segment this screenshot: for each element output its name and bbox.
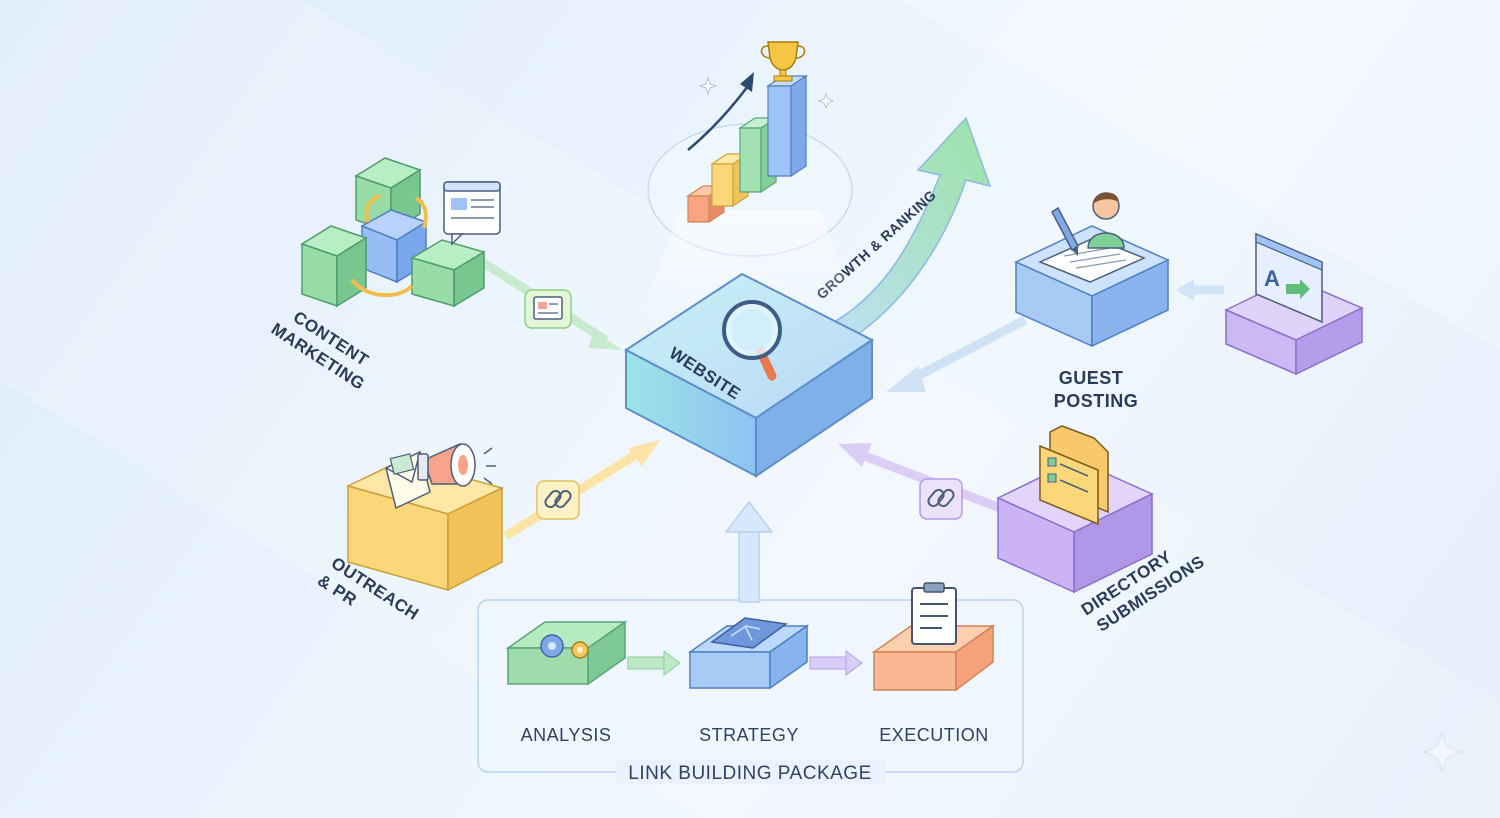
blueprint-icon xyxy=(710,617,788,649)
arrow-translate-to-guest xyxy=(1176,279,1224,301)
arrow-strategy-to-execution xyxy=(809,650,863,676)
envelope-icon xyxy=(385,450,431,510)
content-marketing-node xyxy=(300,157,501,308)
strategy-label: STRATEGY xyxy=(699,725,799,745)
article-icon xyxy=(443,181,501,246)
trophy-icon xyxy=(760,41,806,82)
svg-text:A: A xyxy=(1264,266,1280,291)
arrow-content-to-website xyxy=(479,258,622,350)
folder-icon xyxy=(1039,425,1109,526)
growth-chart-illustration xyxy=(640,41,860,320)
package-title: LINK BUILDING PACKAGE xyxy=(628,763,872,784)
person-icon xyxy=(1087,192,1125,249)
outreach-node xyxy=(345,442,505,592)
pen-icon xyxy=(1051,206,1079,256)
link-icon xyxy=(544,489,572,509)
clipboard-icon xyxy=(911,582,957,645)
arrow-outreach-to-website xyxy=(503,440,660,540)
guest-posting-node xyxy=(1014,192,1170,348)
translate-node: A xyxy=(1224,232,1364,376)
megaphone-icon xyxy=(417,442,496,487)
analysis-block xyxy=(505,620,628,686)
translate-icon: A xyxy=(1255,232,1323,324)
gear-icon xyxy=(540,634,589,659)
sparkle-icon xyxy=(698,76,835,110)
bg-band xyxy=(900,0,1500,350)
arrow-directory-to-website xyxy=(838,443,1002,520)
execution-block xyxy=(871,582,996,692)
guest-posting-line1: GUEST xyxy=(1059,368,1124,388)
guest-posting-line2: POSTING xyxy=(1054,391,1139,411)
sparkle-icon xyxy=(1421,731,1463,773)
package-to-website-arrow xyxy=(724,500,774,603)
link-icon xyxy=(927,488,955,508)
directory-node xyxy=(996,425,1154,594)
magnifier-icon xyxy=(722,300,782,381)
arrow-guest-to-website xyxy=(886,316,1028,392)
arrow-analysis-to-strategy xyxy=(627,650,681,676)
execution-label: EXECUTION xyxy=(879,725,989,745)
article-icon xyxy=(533,296,563,320)
strategy-block xyxy=(687,617,810,690)
analysis-label: ANALYSIS xyxy=(521,725,612,745)
website-block: WEBSITE xyxy=(624,272,874,478)
